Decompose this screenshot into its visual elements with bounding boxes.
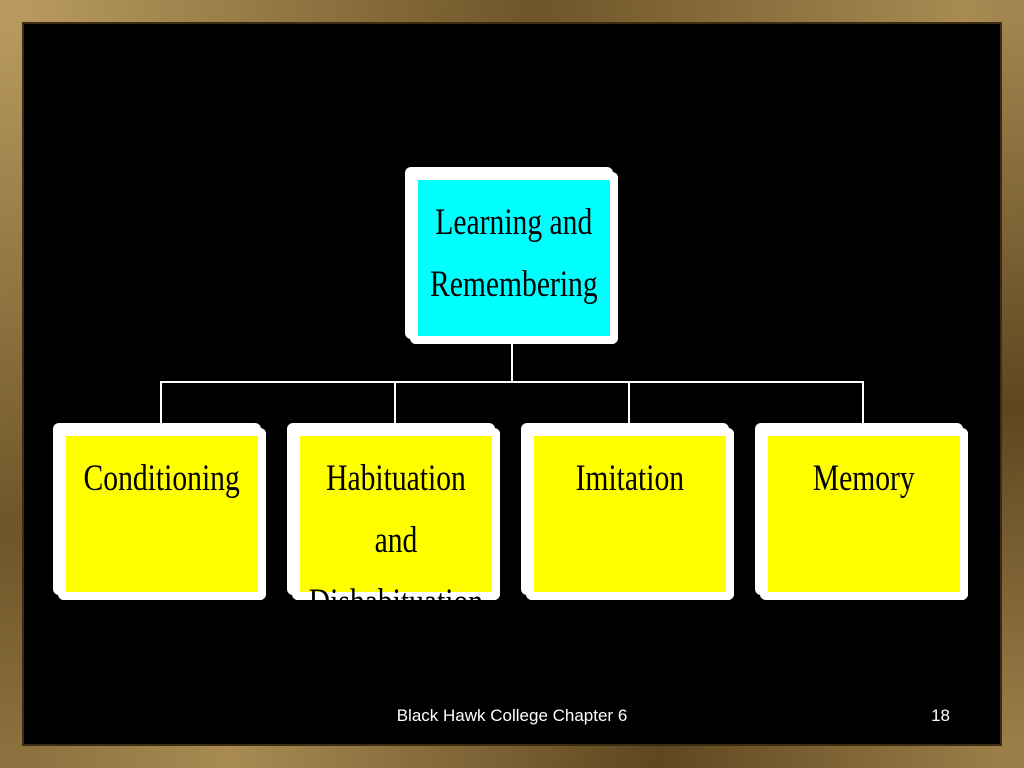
connector-child-3 [628,381,630,425]
node-fill [768,436,960,592]
node-label-text: Memory [813,458,915,499]
node-label: Habituation and Dishabituation [300,436,492,623]
node-label-text: Learning and Remembering [430,202,598,305]
node-imitation: Imitation [521,423,734,600]
connector-child-1 [160,381,162,425]
node-memory: Memory [755,423,968,600]
node-fill [534,436,726,592]
node-label-text: Habituation and Dishabituation [308,458,484,623]
connector-child-4 [862,381,864,425]
slide-footer: Black Hawk College Chapter 6 [396,706,628,725]
node-label: Imitation [534,436,726,592]
node-label-text: Imitation [575,458,685,499]
node-fill [300,436,492,592]
node-label: Conditioning [66,436,258,592]
node-label: Learning and Remembering [418,180,610,336]
node-label: Memory [768,436,960,592]
node-fill [66,436,258,592]
node-habituation-and-dishabituation: Habituation and Dishabituation [287,423,500,623]
connector-root-stem [511,344,513,382]
node-label-text: Conditioning [83,458,241,499]
slide-canvas [22,22,1002,746]
node-learning-and-remembering: Learning and Remembering [405,167,618,344]
connector-horizontal-bar [160,381,864,383]
node-conditioning: Conditioning [53,423,266,600]
node-fill [418,180,610,336]
slide-number: 18 [931,706,950,725]
connector-child-2 [394,381,396,425]
